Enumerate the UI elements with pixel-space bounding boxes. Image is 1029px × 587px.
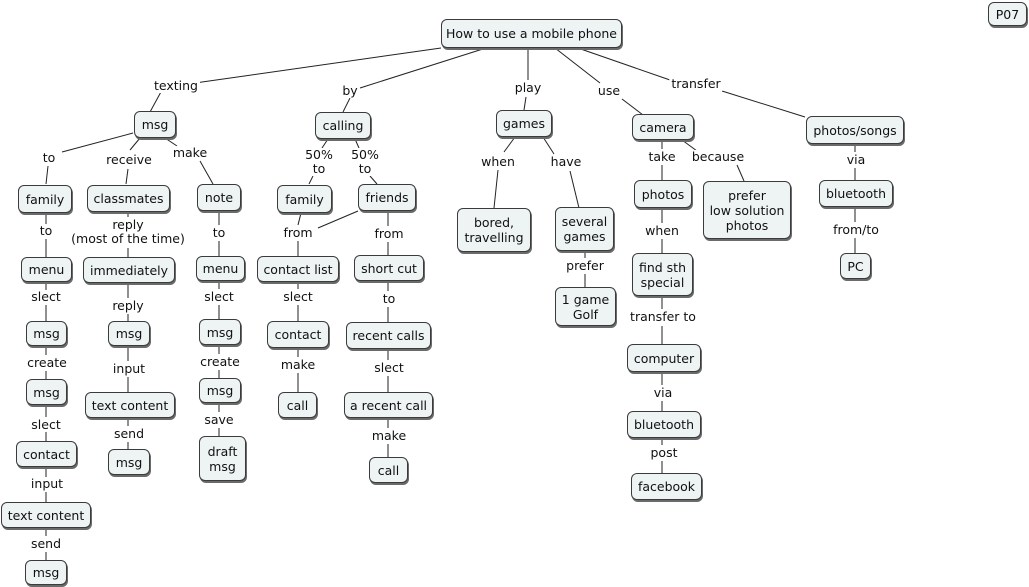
- node-msg-classmates-1[interactable]: msg: [108, 321, 150, 346]
- link-by: by: [340, 83, 360, 98]
- node-call-family[interactable]: call: [278, 392, 317, 418]
- link-transfer-to: transfer to: [628, 309, 698, 324]
- link-use: use: [595, 83, 623, 98]
- node-find-sth-special[interactable]: find sth special: [632, 253, 693, 296]
- node-games[interactable]: games: [496, 110, 552, 137]
- link-to-menu-family: to: [37, 223, 55, 238]
- node-msg-note-2[interactable]: msg: [199, 378, 241, 403]
- link-from-to: from/to: [831, 222, 881, 237]
- node-bluetooth-transfer[interactable]: bluetooth: [819, 180, 893, 207]
- link-to-family: to: [40, 150, 58, 165]
- node-msg-family-2[interactable]: msg: [26, 379, 67, 405]
- node-contact-calling[interactable]: contact: [267, 321, 329, 348]
- link-receive: receive: [104, 152, 154, 167]
- link-50-to-family: 50% to: [303, 147, 335, 176]
- node-menu-family[interactable]: menu: [21, 257, 72, 282]
- node-game-golf[interactable]: 1 game Golf: [555, 287, 616, 326]
- node-calling[interactable]: calling: [315, 112, 371, 139]
- link-reply-most-of-time: reply (most of the time): [69, 217, 187, 246]
- node-bored-travelling[interactable]: bored, travelling: [457, 208, 531, 252]
- node-computer[interactable]: computer: [627, 344, 701, 372]
- node-note[interactable]: note: [197, 184, 241, 211]
- link-make-call-family: make: [278, 357, 318, 372]
- link-save-note: save: [202, 412, 236, 427]
- link-take: take: [646, 149, 678, 164]
- link-input-family: input: [28, 476, 66, 491]
- node-camera[interactable]: camera: [632, 114, 694, 140]
- node-msg-family-1[interactable]: msg: [26, 321, 67, 346]
- node-text-content-classmates[interactable]: text content: [85, 392, 175, 418]
- node-msg-note-1[interactable]: msg: [199, 319, 241, 345]
- node-pc[interactable]: PC: [840, 253, 871, 279]
- link-from-family-calling: from: [281, 225, 315, 240]
- node-call-friends[interactable]: call: [369, 457, 408, 483]
- link-to-recent-calls: to: [380, 291, 398, 306]
- link-slect-contact: slect: [281, 289, 315, 304]
- node-facebook[interactable]: facebook: [631, 473, 702, 500]
- node-several-games[interactable]: several games: [555, 207, 614, 251]
- link-to-menu-note: to: [210, 225, 228, 240]
- node-family-calling[interactable]: family: [277, 185, 332, 213]
- node-text-content-family[interactable]: text content: [1, 502, 91, 528]
- page-tag: P07: [988, 2, 1027, 26]
- link-from-friends: from: [372, 226, 406, 241]
- link-when-games: when: [479, 154, 517, 169]
- link-reply-classmates: reply: [110, 298, 146, 313]
- link-post: post: [648, 445, 680, 460]
- node-bluetooth-camera[interactable]: bluetooth: [627, 411, 701, 438]
- link-slect-note: slect: [202, 289, 236, 304]
- link-via-camera: via: [651, 385, 675, 400]
- node-photos-songs[interactable]: photos/songs: [806, 116, 904, 144]
- link-make-note: make: [170, 145, 210, 160]
- node-msg-family-3[interactable]: msg: [25, 560, 67, 585]
- link-send-classmates: send: [111, 426, 147, 441]
- link-play: play: [512, 80, 544, 95]
- node-family-texting[interactable]: family: [18, 185, 72, 213]
- node-prefer-low-solution[interactable]: prefer low solution photos: [703, 181, 791, 239]
- link-slect-recent: slect: [372, 360, 406, 375]
- link-input-classmates: input: [110, 361, 148, 376]
- node-short-cut[interactable]: short cut: [354, 255, 424, 281]
- link-create-family: create: [25, 355, 69, 370]
- link-transfer: transfer: [669, 76, 723, 91]
- link-make-call-friends: make: [369, 428, 409, 443]
- node-a-recent-call[interactable]: a recent call: [344, 392, 433, 418]
- link-texting: texting: [151, 78, 201, 93]
- node-msg-classmates-2[interactable]: msg: [108, 449, 150, 475]
- node-immediately[interactable]: immediately: [83, 257, 175, 283]
- link-have: have: [548, 154, 584, 169]
- node-classmates[interactable]: classmates: [87, 185, 170, 212]
- link-slect-family-1: slect: [29, 289, 63, 304]
- node-contact-family[interactable]: contact: [16, 441, 77, 467]
- node-friends[interactable]: friends: [358, 184, 416, 211]
- node-draft-msg[interactable]: draft msg: [199, 436, 246, 481]
- link-50-to-friends: 50% to: [349, 147, 381, 176]
- link-prefer-golf: prefer: [564, 258, 606, 273]
- link-via-transfer: via: [844, 152, 868, 167]
- link-send-family: send: [28, 536, 64, 551]
- node-photos[interactable]: photos: [634, 180, 692, 208]
- link-because: because: [689, 149, 747, 164]
- node-menu-note[interactable]: menu: [196, 256, 245, 281]
- root-concept[interactable]: How to use a mobile phone: [441, 19, 622, 48]
- node-msg[interactable]: msg: [134, 111, 176, 138]
- link-when-photos: when: [643, 223, 681, 238]
- link-create-note: create: [198, 354, 242, 369]
- node-recent-calls[interactable]: recent calls: [346, 322, 431, 349]
- link-slect-family-2: slect: [29, 417, 63, 432]
- node-contact-list[interactable]: contact list: [257, 256, 339, 282]
